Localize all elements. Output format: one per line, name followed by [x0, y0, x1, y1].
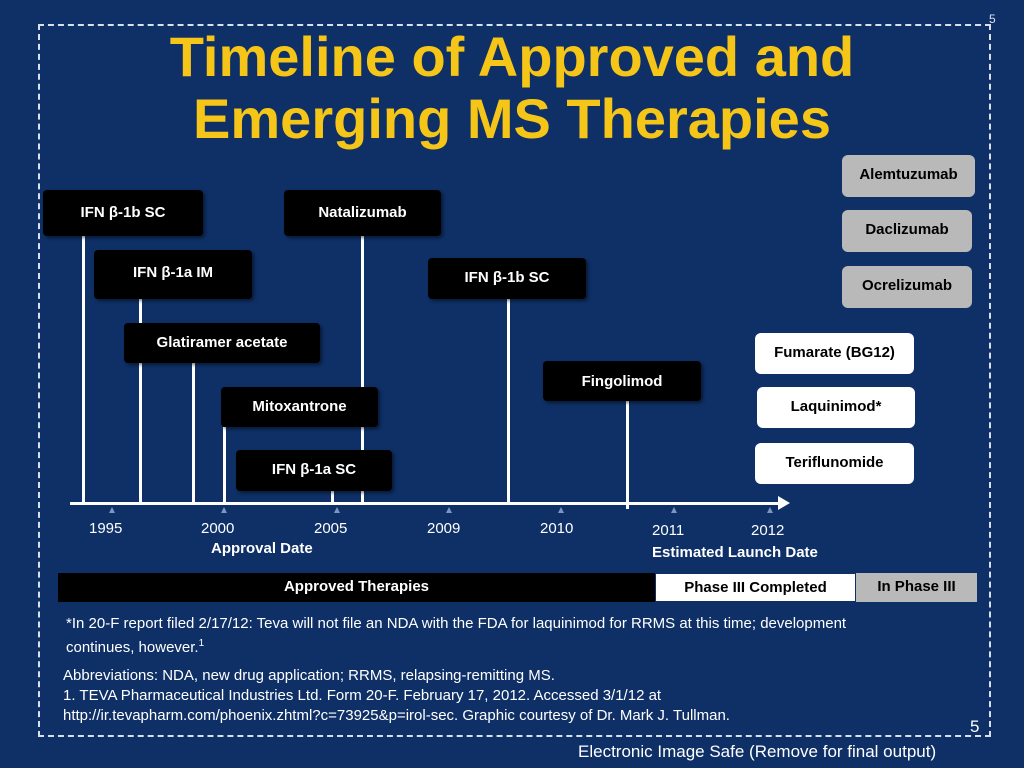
- year-label-2012: 2012: [751, 522, 785, 539]
- phase3-box-alemtuzumab: Alemtuzumab: [842, 155, 975, 197]
- slide-number-bottom: 5: [970, 717, 980, 736]
- timeline-arrowhead: [778, 496, 790, 510]
- connector-ifn-b1b-1995: [82, 236, 85, 504]
- abbreviations-line: Abbreviations: NDA, new drug application…: [63, 667, 555, 684]
- legend-phase3-completed: Phase III Completed: [655, 573, 856, 602]
- therapy-box-ifn-b1a-sc: IFN β-1a SC: [236, 450, 392, 491]
- laquinimod-footnote: *In 20-F report filed 2/17/12: Teva will…: [66, 614, 966, 658]
- footnote-line-2: continues, however.1: [66, 634, 966, 658]
- year-label-2009: 2009: [427, 520, 461, 537]
- title-line-1: Timeline of Approved and: [169, 25, 855, 88]
- slide-number-top: 5: [989, 12, 996, 26]
- phase3-completed-box-teriflunomide: Teriflunomide: [755, 443, 914, 484]
- footer-text: Electronic Image Safe (Remove for final …: [578, 742, 937, 761]
- year-label-2010: 2010: [540, 520, 574, 537]
- therapy-box-ifn-b1a-im: IFN β-1a IM: [94, 250, 252, 299]
- axis-tick: [558, 507, 564, 513]
- therapy-box-glatiramer-acetate: Glatiramer acetate: [124, 323, 320, 363]
- connector-mitoxantrone: [223, 427, 226, 504]
- therapy-box-mitoxantrone: Mitoxantrone: [221, 387, 378, 427]
- estimated-launch-label: Estimated Launch Date: [652, 544, 818, 561]
- axis-tick: [221, 507, 227, 513]
- year-label-2005: 2005: [314, 520, 348, 537]
- slide-title: Timeline of Approved and Emerging MS The…: [90, 26, 934, 150]
- abbreviations-block: Abbreviations: NDA, new drug application…: [63, 666, 963, 726]
- connector-fingolimod: [626, 401, 629, 509]
- axis-tick: [334, 507, 340, 513]
- connector-glatiramer: [192, 363, 195, 504]
- year-label-2011: 2011: [652, 522, 685, 539]
- footnote-line-1: *In 20-F report filed 2/17/12: Teva will…: [66, 615, 847, 632]
- title-line-2: Emerging MS Therapies: [193, 87, 831, 150]
- slide-frame: [38, 24, 991, 737]
- connector-ifn-b1b-2009: [507, 299, 510, 504]
- therapy-box-ifn-b1b-sc-1995: IFN β-1b SC: [43, 190, 203, 236]
- therapy-box-natalizumab: Natalizumab: [284, 190, 441, 236]
- approval-date-label: Approval Date: [211, 540, 313, 557]
- timeline-axis: [70, 502, 782, 505]
- phase3-box-ocrelizumab: Ocrelizumab: [842, 266, 972, 308]
- legend-approved-therapies: Approved Therapies: [58, 573, 655, 602]
- axis-tick: [109, 507, 115, 513]
- reference-line-2: http://ir.tevapharm.com/phoenix.zhtml?c=…: [63, 707, 730, 724]
- phase3-completed-box-laquinimod: Laquinimod*: [757, 387, 915, 428]
- year-label-2000: 2000: [201, 520, 235, 537]
- connector-ifn-b1a-im: [139, 299, 142, 504]
- connector-natalizumab: [361, 236, 364, 504]
- axis-tick: [671, 507, 677, 513]
- phase3-box-daclizumab: Daclizumab: [842, 210, 972, 252]
- legend-in-phase3: In Phase III: [856, 573, 977, 602]
- phase3-completed-box-fumarate: Fumarate (BG12): [755, 333, 914, 374]
- footnote-line-2-text: continues, however.: [66, 639, 199, 656]
- therapy-box-ifn-b1b-sc-2009: IFN β-1b SC: [428, 258, 586, 299]
- axis-tick: [446, 507, 452, 513]
- axis-tick: [767, 507, 773, 513]
- therapy-box-fingolimod: Fingolimod: [543, 361, 701, 401]
- reference-line-1: 1. TEVA Pharmaceutical Industries Ltd. F…: [63, 687, 662, 704]
- footnote-superscript: 1: [198, 638, 205, 649]
- year-label-1995: 1995: [89, 520, 123, 537]
- connector-ifn-b1a-sc: [331, 491, 334, 504]
